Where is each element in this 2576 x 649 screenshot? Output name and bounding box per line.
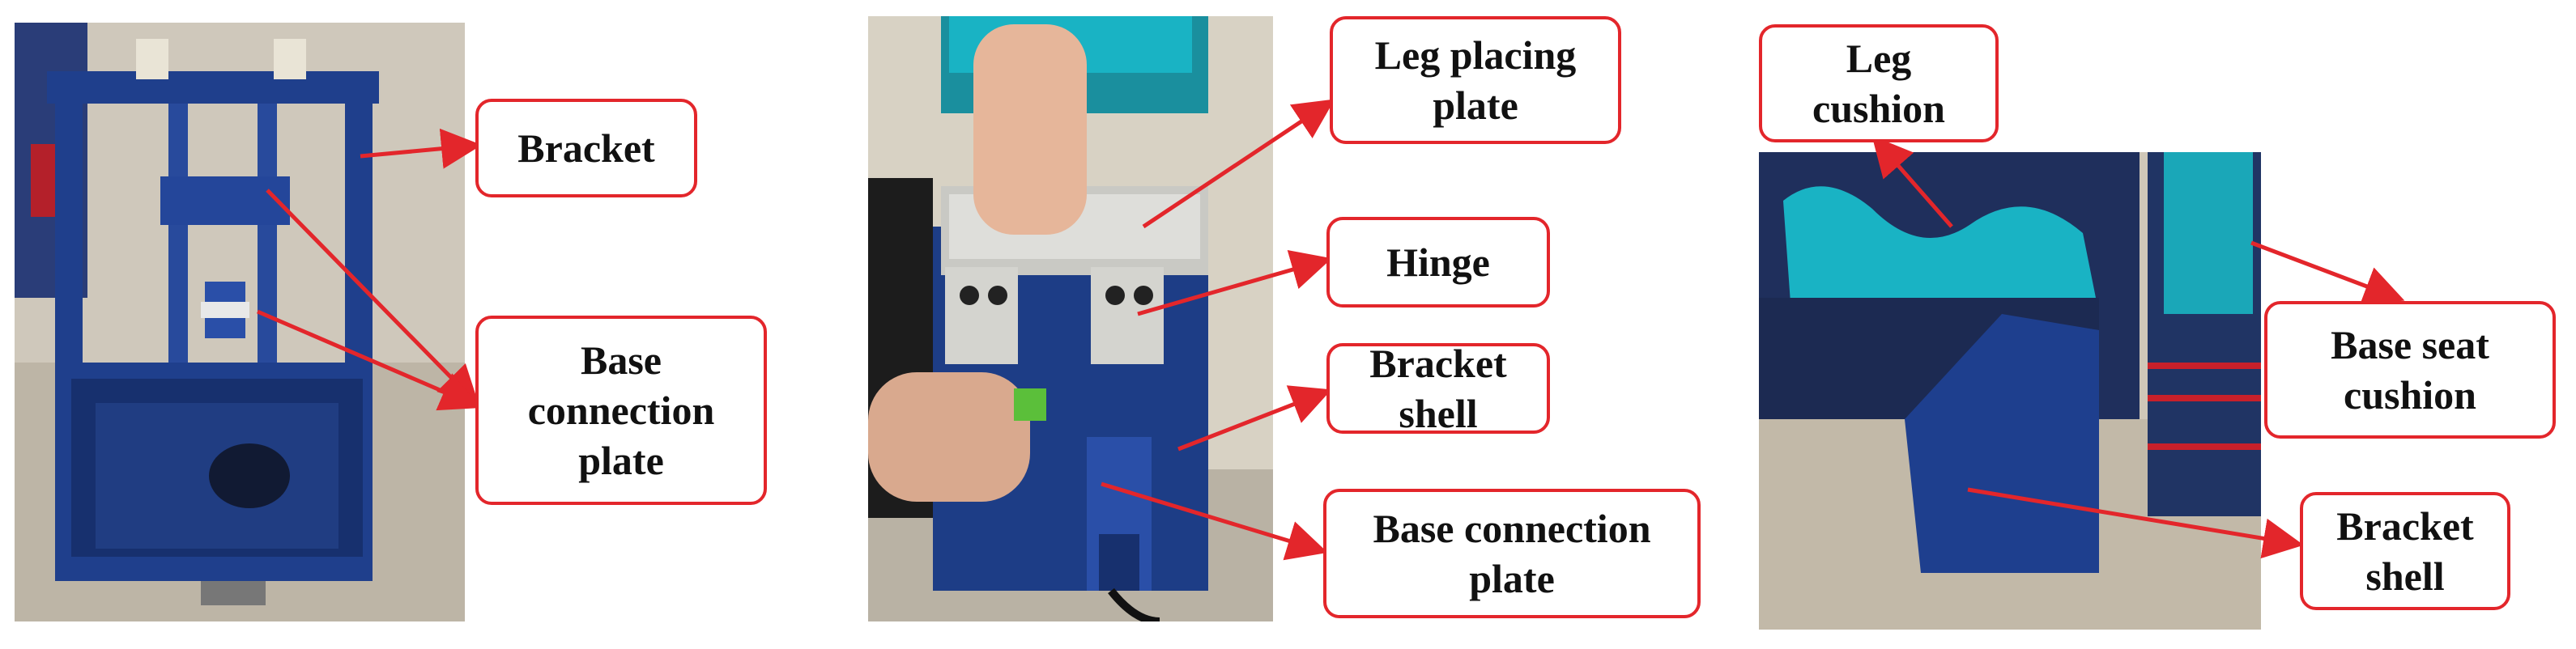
label-leg-cushion: Leg cushion: [1759, 24, 1999, 142]
arrow-bracket-shell-2: [1967, 487, 2304, 559]
assembly-photo: [868, 16, 1273, 621]
label-base-connection-plate-2: Base connection plate: [1323, 489, 1701, 618]
label-hinge: Hinge: [1326, 217, 1550, 308]
arrow-hinge: [1137, 250, 1332, 316]
arrow-base-seat: [2250, 240, 2405, 306]
arrow-base-plate-a: [266, 189, 480, 407]
arrow-base-plate-b: [257, 309, 482, 411]
label-bracket-shell: Bracket shell: [1326, 341, 1550, 436]
label-base-seat-cushion: Base seat cushion: [2264, 301, 2556, 439]
arrow-bracket: [360, 128, 482, 169]
label-bracket: Bracket: [475, 99, 697, 197]
label-bracket-shell-2: Bracket shell: [2300, 492, 2510, 610]
label-leg-placing-plate: Leg placing plate: [1330, 16, 1621, 144]
arrow-base-plate-2: [1101, 481, 1328, 561]
arrow-leg-plate: [1142, 99, 1335, 229]
arrow-leg-cushion: [1871, 135, 1953, 228]
cushion-photo: [1759, 152, 2261, 630]
label-base-connection-plate: Base connection plate: [475, 316, 767, 505]
arrow-bracket-shell: [1177, 385, 1332, 452]
bracket-photo: [15, 23, 465, 621]
